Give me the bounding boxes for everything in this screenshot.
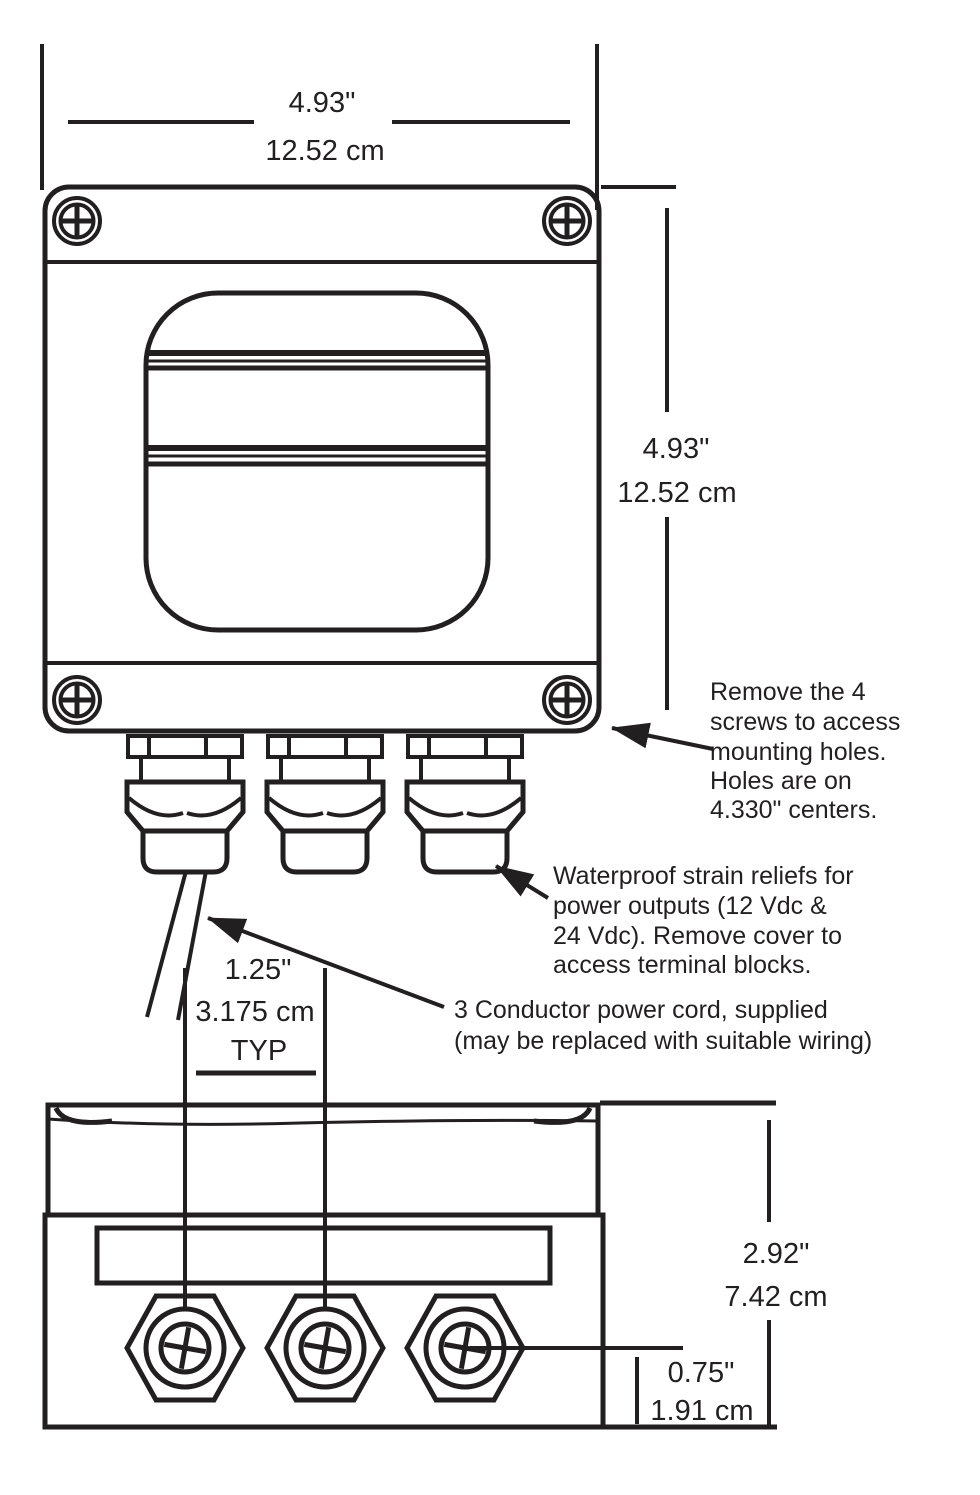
corner-screw-top-right: [544, 198, 590, 244]
lid-edge-line: [47, 1117, 599, 1126]
base-profile: [42, 1212, 606, 1430]
corner-screw-top-left: [54, 198, 100, 244]
spacing-dimension: 1.25" 3.175 cm TYP: [183, 954, 327, 1309]
nut-offset-inches-label: 0.75": [668, 1357, 735, 1389]
nut-offset-dimension: 0.75" 1.91 cm: [470, 1346, 754, 1427]
annotation-line: Waterproof strain reliefs for: [553, 862, 854, 890]
annotation-mounting-screws: Remove the 4 screws to access mounting h…: [611, 678, 900, 824]
base-outline: [42, 1212, 606, 1430]
height-inches-label: 4.93": [643, 433, 710, 465]
leader-arrow: [207, 916, 445, 1009]
annotation-strain-reliefs: Waterproof strain reliefs for power outp…: [494, 862, 854, 979]
annotation-line: access terminal blocks.: [553, 951, 811, 979]
nut-offset-cm-label: 1.91 cm: [650, 1395, 753, 1427]
spacing-inches-label: 1.25": [225, 954, 292, 986]
width-dimension: 4.93" 12.52 cm: [40, 44, 599, 210]
spacing-cm-label: 3.175 cm: [195, 996, 314, 1028]
power-cord-wires: [145, 870, 208, 1021]
window-outline: [143, 290, 491, 633]
annotation-line: 3 Conductor power cord, supplied: [454, 996, 828, 1024]
annotation-line: Holes are on: [710, 767, 852, 795]
annotation-line: mounting holes.: [710, 738, 887, 766]
hex-nut-left: [127, 1296, 243, 1400]
top-view: 4.93" 12.52 cm 4.93": [40, 44, 737, 1021]
strain-relief-left: [127, 736, 243, 872]
corner-screw-bottom-left: [54, 677, 100, 723]
wire: [145, 870, 188, 1018]
strain-relief-middle: [267, 736, 383, 872]
annotation-line: power outputs (12 Vdc &: [553, 892, 827, 920]
wire: [176, 870, 208, 1021]
leader-arrow: [611, 722, 714, 751]
annotation-line: Remove the 4: [710, 678, 866, 706]
width-cm-label: 12.52 cm: [265, 135, 384, 167]
enclosure-box: [42, 184, 602, 734]
annotation-power-cord: 3 Conductor power cord, supplied (may be…: [207, 916, 872, 1055]
cover-window: [143, 290, 491, 633]
hex-nut-middle: [267, 1296, 383, 1400]
annotation-line: 24 Vdc). Remove cover to: [553, 922, 842, 950]
side-height-dimension: 2.92" 7.42 cm: [600, 1100, 828, 1430]
lid-corner-arc-left: [53, 1106, 113, 1125]
corner-screw-bottom-right: [544, 677, 590, 723]
enclosure-outline: [42, 184, 602, 734]
width-inches-label: 4.93": [289, 87, 356, 119]
leader-arrow: [494, 864, 550, 900]
side-height-cm-label: 7.42 cm: [724, 1281, 827, 1313]
annotation-line: (may be replaced with suitable wiring): [454, 1027, 872, 1055]
spacing-typ-label: TYP: [231, 1035, 287, 1067]
height-cm-label: 12.52 cm: [617, 477, 736, 509]
terminal-slot: [94, 1225, 553, 1286]
bottom-view: 2.92" 7.42 cm 0.75" 1.91 cm: [42, 1100, 828, 1430]
lid-corner-arc-right: [533, 1106, 593, 1125]
height-dimension: 4.93" 12.52 cm: [601, 185, 737, 710]
side-height-inches-label: 2.92": [743, 1238, 810, 1270]
strain-relief-right: [407, 736, 523, 872]
annotation-line: 4.330" centers.: [710, 796, 877, 824]
annotation-line: screws to access: [710, 708, 900, 736]
